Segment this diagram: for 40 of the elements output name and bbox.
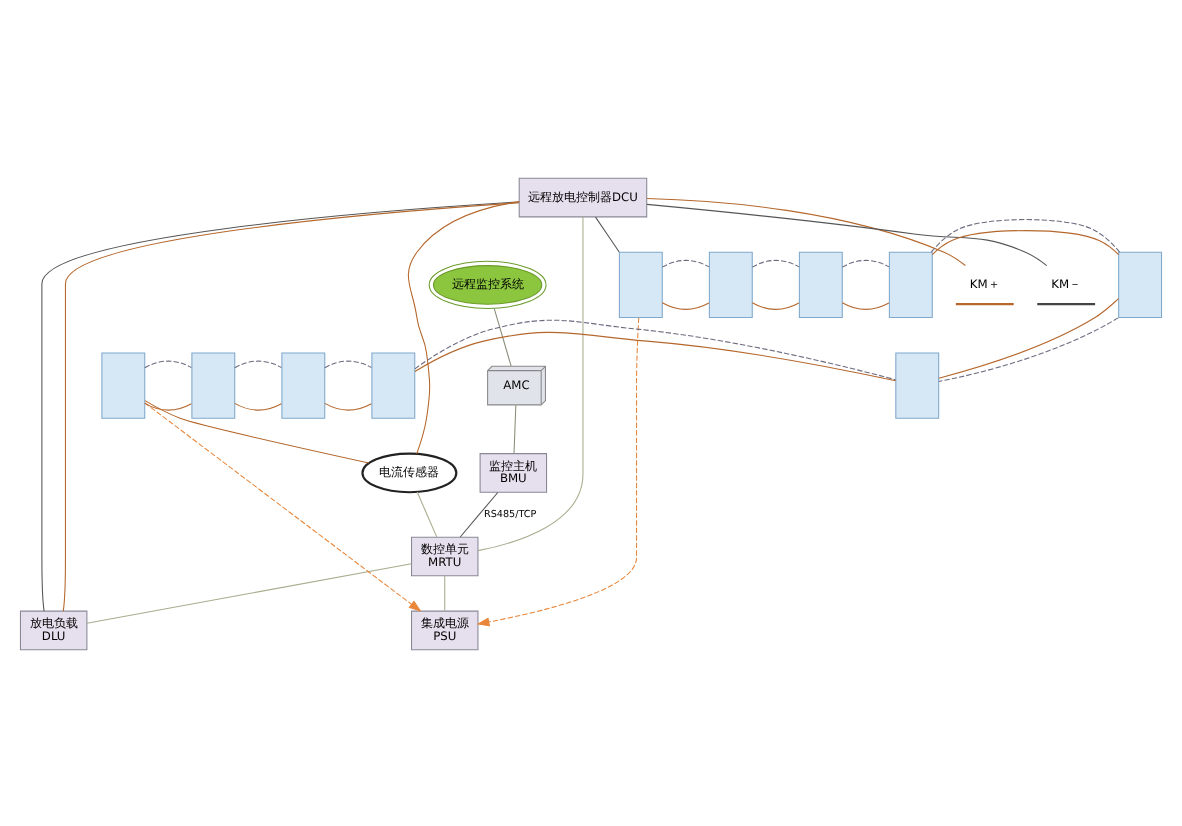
connector (646, 196, 966, 266)
connector (459, 490, 499, 537)
node-box (101, 351, 146, 418)
connector (841, 258, 890, 267)
node-box (798, 250, 843, 318)
connector (646, 202, 1048, 266)
connector (751, 301, 800, 309)
connector (234, 359, 282, 368)
node-box (888, 250, 933, 318)
connector (414, 330, 897, 381)
arrow (144, 401, 422, 611)
node-box (281, 351, 326, 418)
connector (661, 301, 710, 309)
connector (444, 574, 446, 611)
connector (144, 401, 192, 410)
connector (513, 403, 517, 453)
connector (407, 200, 520, 454)
connector (324, 401, 372, 410)
connector (931, 229, 1120, 255)
connector (414, 318, 896, 380)
connector (144, 359, 192, 368)
node-box (191, 351, 236, 418)
connector (938, 316, 1119, 381)
node-box (895, 351, 940, 418)
connector (595, 215, 620, 252)
connector (144, 399, 370, 463)
node-box (618, 250, 663, 318)
connector (751, 258, 800, 267)
node-box (1118, 250, 1163, 318)
node-box (708, 250, 753, 318)
connector (86, 562, 412, 623)
node-box (371, 351, 416, 418)
connector (841, 301, 890, 309)
connector (493, 306, 512, 366)
connector (661, 258, 710, 267)
connector (930, 218, 1121, 252)
connector (938, 297, 1120, 378)
connector (416, 490, 438, 537)
connector (234, 401, 282, 410)
connector (324, 359, 372, 368)
